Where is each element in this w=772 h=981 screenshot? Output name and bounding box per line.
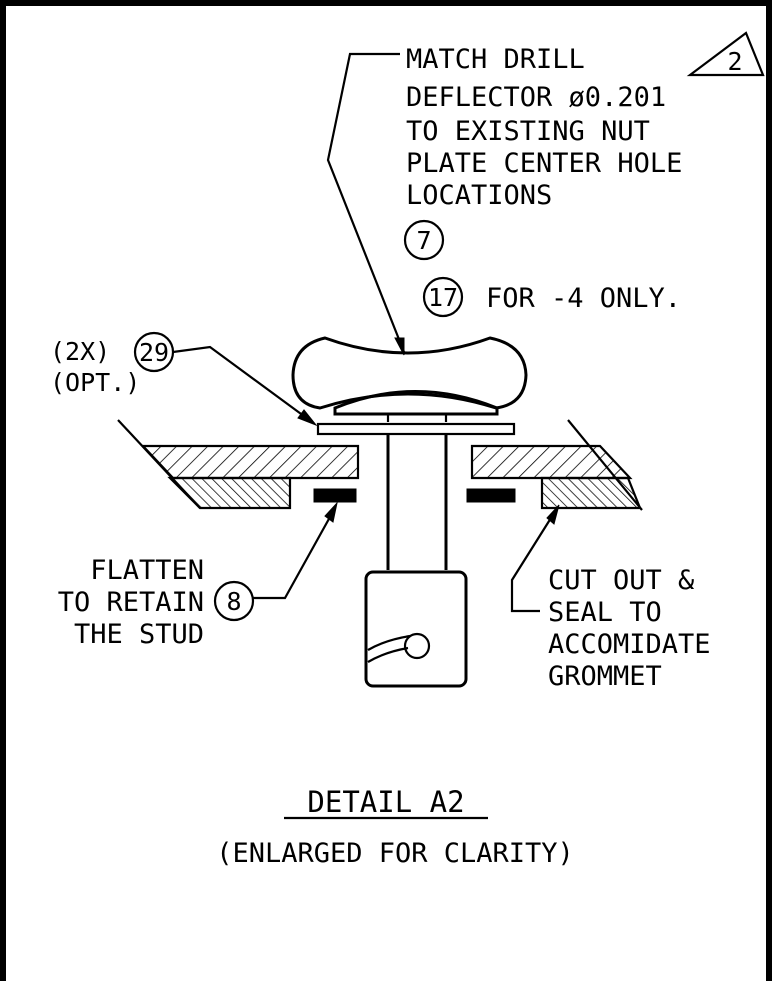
cutout-line-1: CUT OUT & bbox=[548, 565, 695, 596]
flatten-line-2: TO RETAIN bbox=[58, 587, 204, 618]
note-line-3: TO EXISTING NUT bbox=[406, 116, 650, 147]
cutout-leader bbox=[510, 509, 557, 613]
balloon-item-29: 29 bbox=[133, 331, 175, 373]
left-upper-panel bbox=[140, 444, 360, 480]
stud-cam-slot bbox=[367, 634, 411, 651]
note-line-2: DEFLECTOR ø0.201 bbox=[406, 82, 666, 113]
balloon-item-7: 7 bbox=[403, 219, 445, 261]
match-drill-leader bbox=[326, 52, 406, 353]
balloon-29-number: 29 bbox=[139, 338, 169, 367]
item-17-note: FOR -4 ONLY. bbox=[486, 283, 681, 314]
note-line-4: PLATE CENTER HOLE bbox=[406, 148, 682, 179]
flatten-note: FLATTEN TO RETAIN THE STUD bbox=[58, 555, 204, 650]
flatten-line-1: FLATTEN bbox=[90, 555, 204, 586]
revision-number: 2 bbox=[727, 47, 742, 76]
right-upper-panel bbox=[470, 444, 633, 480]
balloon-item-8: 8 bbox=[213, 580, 255, 622]
balloon-8-number: 8 bbox=[226, 587, 241, 616]
washer bbox=[316, 422, 516, 436]
item-29-optional: (OPT.) bbox=[50, 368, 140, 397]
note-line-1: MATCH DRILL bbox=[406, 44, 585, 75]
revision-triangle: 2 bbox=[686, 31, 765, 77]
cutout-line-3: ACCOMIDATE bbox=[548, 629, 711, 660]
balloon-7-number: 7 bbox=[416, 226, 431, 255]
note-line-5: LOCATIONS bbox=[406, 180, 552, 211]
flatten-line-3: THE STUD bbox=[74, 619, 204, 650]
detail-subtitle: (ENLARGED FOR CLARITY) bbox=[216, 838, 574, 869]
grommet-right bbox=[466, 488, 516, 503]
cutout-note: CUT OUT & SEAL TO ACCOMIDATE GROMMET bbox=[548, 565, 711, 692]
match-drill-note: MATCH DRILL DEFLECTOR ø0.201 TO EXISTING… bbox=[406, 44, 682, 211]
stud-cross-pin bbox=[403, 632, 431, 660]
cutout-line-4: GROMMET bbox=[548, 661, 662, 692]
grommet-left bbox=[313, 488, 357, 503]
right-lower-panel bbox=[540, 476, 642, 510]
stud-head bbox=[333, 390, 499, 416]
item-29-leader bbox=[172, 345, 313, 423]
item-8-leader bbox=[253, 507, 336, 600]
item-29-qty: (2X) bbox=[50, 337, 110, 366]
balloon-item-17: 17 bbox=[422, 276, 464, 318]
deflector bbox=[291, 336, 528, 410]
stud-body bbox=[364, 570, 468, 688]
detail-title: DETAIL A2 bbox=[307, 785, 464, 819]
left-lower-panel bbox=[167, 476, 292, 510]
balloon-17-number: 17 bbox=[428, 283, 458, 312]
cutout-line-2: SEAL TO bbox=[548, 597, 662, 628]
